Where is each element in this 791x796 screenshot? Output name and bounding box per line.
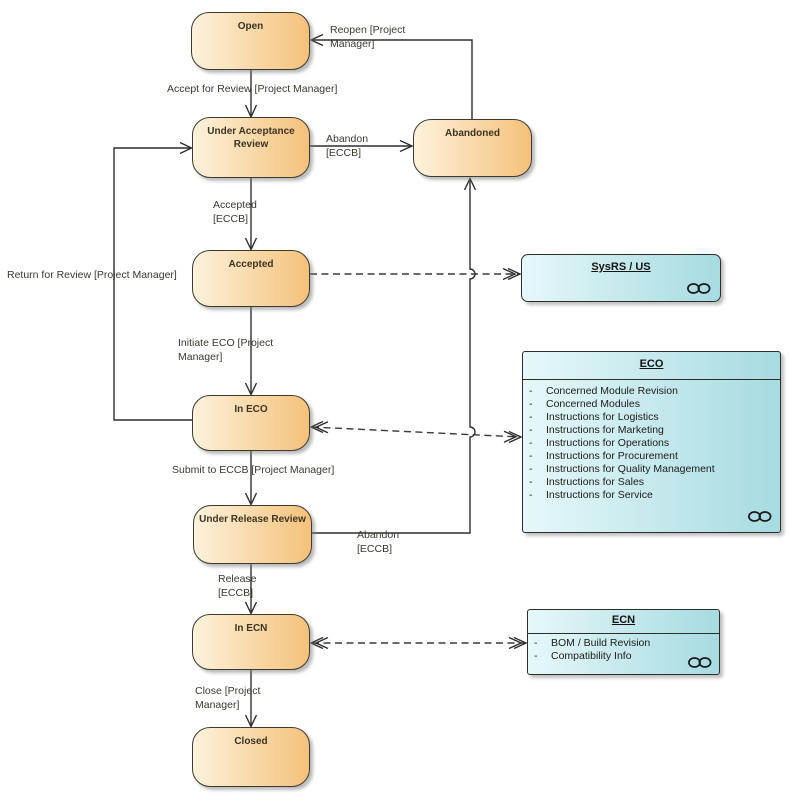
label-accepted: Accepted [ECCB] — [213, 199, 257, 225]
transition-close[interactable] — [244, 670, 258, 729]
label-release: Release [ECCB] — [218, 573, 257, 599]
artifact-eco-items: -Concerned Module Revision -Concerned Mo… — [523, 380, 780, 502]
transition-submit-to-eccb[interactable] — [244, 451, 258, 507]
dependency-inecn-ecn[interactable] — [309, 636, 528, 650]
list-item: -Compatibility Info — [534, 650, 632, 662]
dependency-ineco-eco[interactable] — [309, 420, 523, 444]
transition-abandon-review[interactable] — [310, 139, 414, 153]
link-icon — [688, 657, 712, 668]
list-item: -Instructions for Procurement — [529, 450, 678, 462]
link-icon — [687, 283, 711, 294]
label-reopen: Reopen [Project Manager] — [330, 24, 406, 50]
transition-reopen[interactable] — [309, 33, 473, 120]
label-close: Close [Project Manager] — [195, 685, 261, 711]
state-open-label: Open — [237, 21, 264, 32]
label-return-for-review: Return for Review [Project Manager] — [7, 269, 177, 281]
artifact-ecn[interactable]: ECN -BOM / Build Revision -Compatibility… — [527, 609, 720, 675]
state-accepted-label: Accepted — [228, 259, 274, 270]
state-open[interactable]: Open — [191, 12, 310, 70]
state-abandoned[interactable]: Abandoned — [413, 119, 532, 177]
dependency-accepted-sysrs[interactable] — [310, 267, 522, 281]
state-accepted[interactable]: Accepted — [192, 250, 310, 307]
label-abandon-review: Abandon [ECCB] — [326, 133, 369, 159]
artifact-eco-title: ECO — [639, 358, 664, 370]
state-in-eco-label: In ECO — [234, 404, 268, 415]
state-abandoned-label: Abandoned — [445, 128, 500, 139]
label-accept-for-review: Accept for Review [Project Manager] — [167, 83, 338, 95]
artifact-ecn-items: -BOM / Build Revision -Compatibility Inf… — [528, 634, 719, 663]
list-item: -Instructions for Service — [529, 489, 653, 501]
list-item: -Instructions for Logistics — [529, 411, 659, 423]
link-icon — [748, 511, 772, 522]
list-item: -Instructions for Marketing — [529, 424, 664, 436]
label-submit-to-eccb: Submit to ECCB [Project Manager] — [172, 464, 335, 476]
label-abandon-release: Abandon [ECCB] — [357, 529, 400, 555]
artifact-sysrs-us[interactable]: SysRS / US — [521, 254, 721, 302]
artifact-eco[interactable]: ECO -Concerned Module Revision -Concerne… — [522, 351, 781, 533]
transition-abandon-release[interactable] — [312, 176, 477, 534]
state-in-ecn-label: In ECN — [234, 623, 268, 634]
state-under-acceptance-review[interactable]: Under Acceptance Review — [192, 117, 310, 178]
list-item: -Instructions for Quality Management — [529, 463, 715, 475]
state-closed-label: Closed — [234, 736, 268, 747]
state-in-eco[interactable]: In ECO — [192, 395, 310, 451]
list-item: -Concerned Modules — [529, 398, 640, 410]
transition-accepted[interactable] — [244, 178, 258, 252]
list-item: -Instructions for Operations — [529, 437, 670, 449]
state-under-release-review-label: Under Release Review — [199, 514, 306, 525]
transition-initiate-eco[interactable] — [244, 307, 258, 397]
state-under-acceptance-review-label: Under Acceptance Review — [207, 126, 295, 150]
state-under-release-review[interactable]: Under Release Review — [193, 505, 312, 564]
transition-release[interactable] — [244, 564, 258, 616]
label-initiate-eco: Initiate ECO [Project Manager] — [178, 337, 274, 363]
list-item: -Concerned Module Revision — [529, 385, 678, 397]
artifact-sysrs-us-title: SysRS / US — [591, 261, 651, 273]
state-in-ecn[interactable]: In ECN — [192, 614, 310, 670]
list-item: -BOM / Build Revision — [534, 637, 651, 649]
state-closed[interactable]: Closed — [192, 727, 310, 787]
artifact-ecn-title: ECN — [611, 614, 636, 626]
transition-return-for-review[interactable] — [113, 141, 194, 421]
list-item: -Instructions for Sales — [529, 476, 645, 488]
